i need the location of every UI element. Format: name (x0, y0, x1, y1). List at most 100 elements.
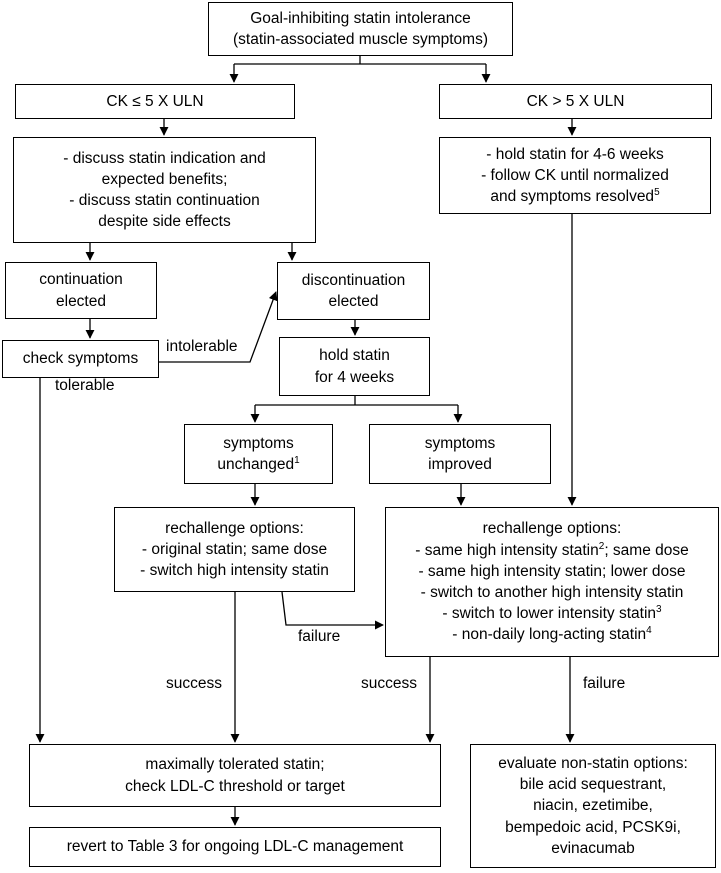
hold-4-6-line-2: - follow CK until normalized (481, 165, 669, 186)
max-tolerated-line-2: check LDL-C threshold or target (125, 776, 345, 797)
ck-high-line-1: CK > 5 X ULN (527, 91, 625, 112)
line-text: bempedoic acid, PCSK9i, (505, 818, 681, 836)
line-text: expected benefits; (101, 170, 228, 188)
discuss-line-4: despite side effects (98, 211, 230, 232)
discuss-line-3: - discuss statin continuation (69, 190, 259, 211)
line-text: revert to Table 3 for ongoing LDL-C mana… (66, 838, 404, 856)
rechallenge-b-line-4: - switch to another high intensity stati… (421, 582, 684, 603)
line-text: check LDL-C threshold or target (125, 777, 345, 795)
hold-4-6-weeks-node: - hold statin for 4-6 weeks - follow CK u… (439, 137, 711, 214)
line-text: symptoms (424, 434, 496, 452)
discuss-node: - discuss statin indication and expected … (13, 137, 316, 243)
rechallenge-b-line-3: - same high intensity statin; lower dose (418, 561, 685, 582)
max-tolerated-line-1: maximally tolerated statin; (145, 754, 324, 775)
line-text: - same high intensity statin; lower dose (418, 562, 686, 580)
line-text: Goal-inhibiting statin intolerance (250, 9, 471, 27)
footnote-marker: 4 (646, 625, 652, 637)
improved-line-2: improved (428, 454, 492, 475)
line-text: - follow CK until normalized (481, 166, 669, 184)
line-text: - discuss statin indication and (63, 149, 266, 167)
line-text: - hold statin for 4-6 weeks (486, 145, 664, 163)
start-node: Goal-inhibiting statin intolerance (stati… (208, 2, 513, 56)
start-line-2: (statin-associated muscle symptoms) (233, 29, 488, 50)
non-statin-line-3: niacin, ezetimibe, (533, 795, 653, 816)
line-text: symptoms (223, 434, 294, 452)
line-text: rechallenge options: (165, 519, 304, 537)
edge-failure-a (281, 591, 384, 630)
rechallenge-options-a-node: rechallenge options: - original statin; s… (114, 507, 355, 592)
hold-4-line-1: hold statin (319, 345, 390, 366)
max-tolerated-statin-node: maximally tolerated statin; check LDL-C t… (29, 744, 441, 807)
improved-line-1: symptoms (425, 433, 496, 454)
non-statin-options-node: evaluate non-statin options: bile acid se… (470, 744, 716, 868)
hold-4-6-line-1: - hold statin for 4-6 weeks (486, 144, 663, 165)
edge-label-success-b: success (361, 675, 417, 692)
footnote-marker: 5 (654, 186, 660, 198)
non-statin-line-5: evinacumab (551, 838, 635, 859)
line-text: improved (428, 456, 492, 473)
discuss-line-1: - discuss statin indication and (63, 148, 265, 169)
line-text: - same high intensity statin (415, 541, 599, 559)
line-text: - non-daily long-acting statin (452, 626, 647, 644)
unchanged-line-1: symptoms (223, 433, 294, 454)
line-text: and symptoms resolved (490, 188, 655, 206)
footnote-marker: 2 (598, 540, 605, 552)
line-text: maximally tolerated statin; (145, 756, 325, 774)
non-statin-line-4: bempedoic acid, PCSK9i, (505, 817, 681, 838)
revert-table-3-node: revert to Table 3 for ongoing LDL-C mana… (29, 827, 441, 867)
continuation-line-1: continuation (39, 269, 123, 290)
line-text: elected (328, 293, 379, 310)
line-text-after: ; same dose (604, 541, 689, 559)
hold-4-line-2: for 4 weeks (315, 367, 394, 388)
revert-line-1: revert to Table 3 for ongoing LDL-C mana… (67, 836, 404, 857)
line-text: hold statin (319, 347, 390, 365)
check-symptoms-line-1: check symptoms (23, 348, 138, 369)
edge-label-success-a: success (166, 675, 222, 692)
discuss-line-2: expected benefits; (102, 169, 228, 190)
edge-label-failure-b: failure (583, 675, 626, 692)
rechallenge-a-line-2: - original statin; same dose (142, 539, 327, 560)
line-text: check symptoms (22, 350, 139, 368)
line-text: - original statin; same dose (141, 540, 328, 558)
line-text: evinacumab (551, 839, 635, 857)
non-statin-line-1: evaluate non-statin options: (498, 753, 688, 774)
line-text: discontinuation (301, 271, 406, 289)
line-text: continuation (39, 271, 123, 289)
rechallenge-b-line-2: - same high intensity statin2; same dose (415, 540, 689, 561)
rechallenge-a-line-3: - switch high intensity statin (140, 560, 329, 581)
rechallenge-b-line-1: rechallenge options: (483, 518, 622, 539)
rechallenge-b-line-6: - non-daily long-acting statin4 (452, 624, 651, 645)
discontinuation-line-2: elected (329, 291, 379, 312)
unchanged-line-2: unchanged1 (217, 454, 299, 475)
ck-low-line-1: CK ≤ 5 X ULN (106, 91, 203, 112)
line-text: - discuss statin continuation (69, 192, 260, 209)
line-text: for 4 weeks (314, 368, 395, 386)
rechallenge-options-b-node: rechallenge options:- same high intensit… (385, 507, 719, 657)
edge-label-failure-a: failure (298, 628, 341, 645)
line-text: despite side effects (98, 213, 231, 231)
hold-4-6-line-3: and symptoms resolved5 (490, 186, 659, 207)
line-text: niacin, ezetimibe, (533, 797, 653, 815)
ck-high-node: CK > 5 X ULN (439, 84, 712, 119)
edge-label-tolerable: tolerable (55, 377, 115, 394)
footnote-marker: 1 (294, 454, 300, 466)
start-line-1: Goal-inhibiting statin intolerance (250, 8, 471, 29)
continuation-line-2: elected (56, 291, 106, 312)
rechallenge-b-line-5: - switch to lower intensity statin3 (442, 603, 661, 624)
discontinuation-node: discontinuation elected (277, 262, 430, 320)
line-text: CK > 5 X ULN (526, 92, 625, 110)
line-text: unchanged (217, 456, 295, 473)
hold-4-weeks-node: hold statin for 4 weeks (279, 337, 430, 396)
line-text: (statin-associated muscle symptoms) (233, 31, 488, 48)
line-text: elected (56, 292, 106, 310)
check-symptoms-node: check symptoms (2, 340, 159, 378)
symptoms-improved-node: symptoms improved (369, 424, 551, 484)
line-text: - switch high intensity statin (140, 562, 329, 580)
discontinuation-line-1: discontinuation (302, 270, 405, 291)
line-text: bile acid sequestrant, (519, 776, 667, 794)
footnote-marker: 3 (656, 604, 662, 616)
edge-label-intolerable: intolerable (166, 338, 238, 355)
line-text: - switch to another high intensity stati… (420, 584, 684, 601)
